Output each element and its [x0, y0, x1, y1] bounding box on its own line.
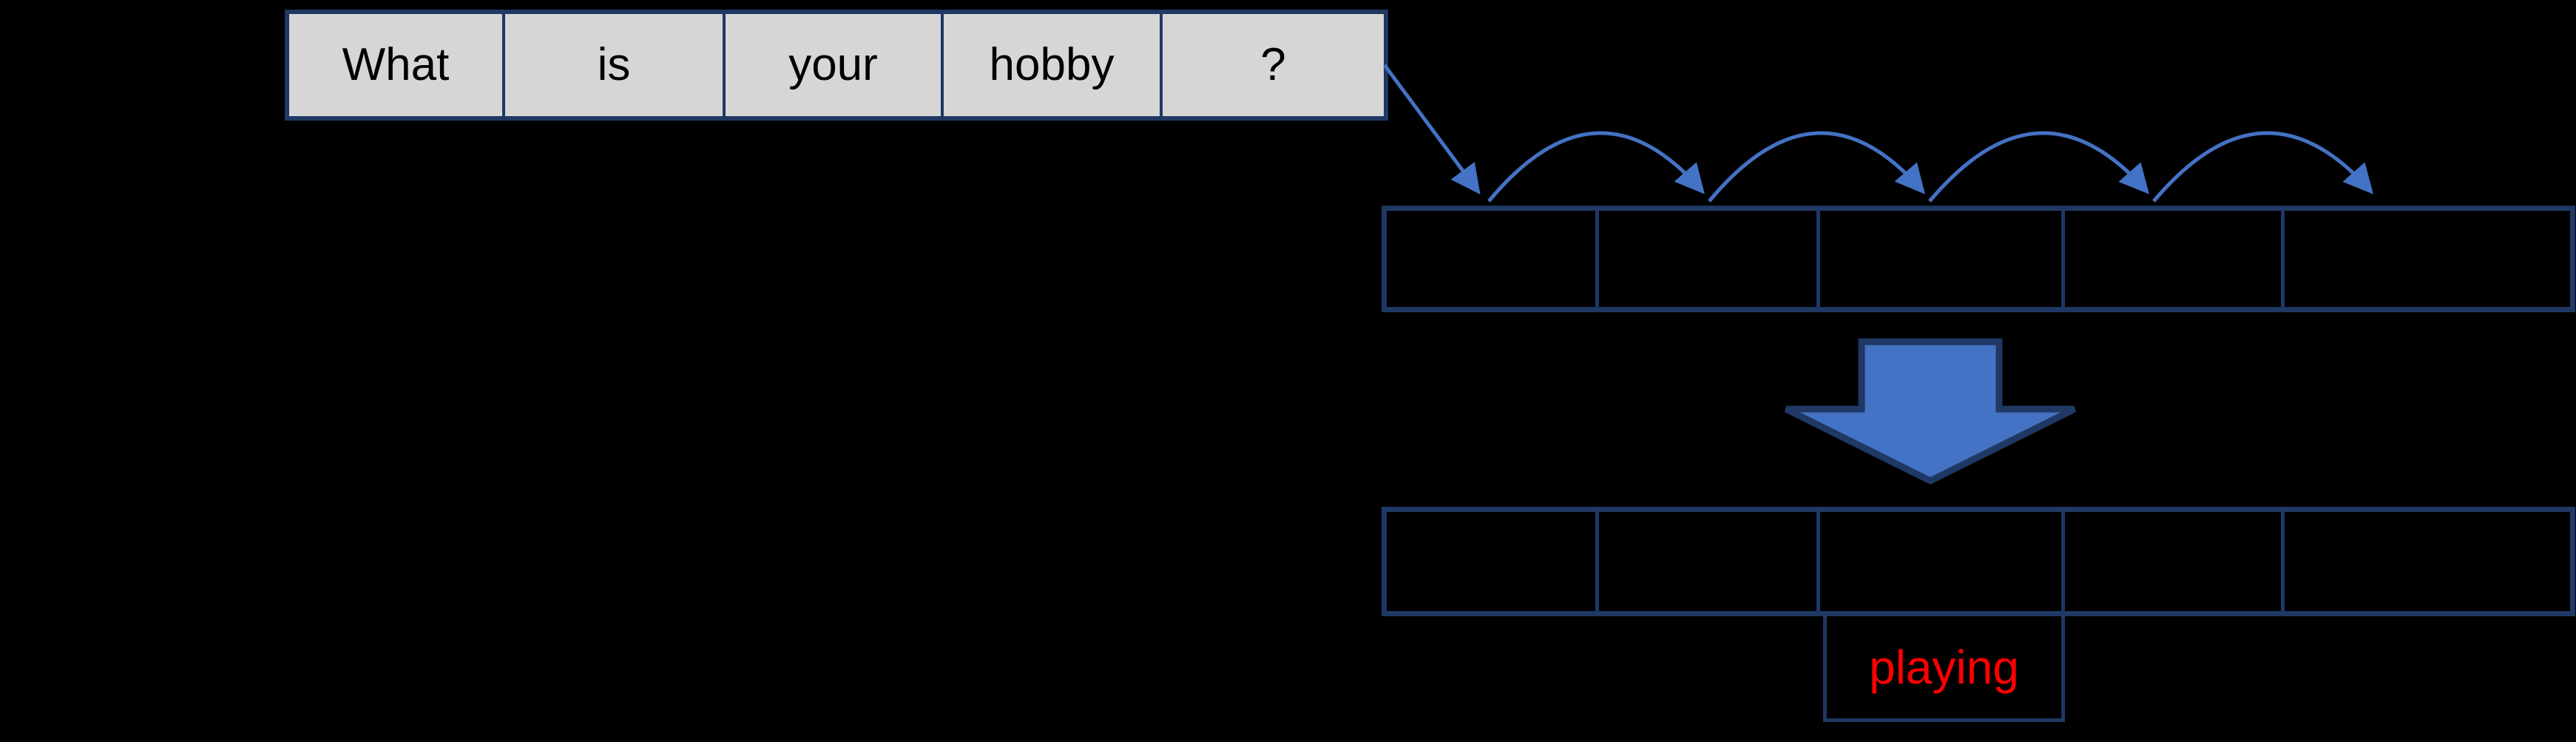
sentence-word: your: [788, 39, 878, 90]
sentence-table: What is your hobby ?: [285, 10, 1388, 121]
state-slot: [1387, 211, 1599, 307]
sentence-cell-is: is: [505, 14, 726, 116]
sentence-word: What: [342, 39, 450, 90]
sentence-word: ?: [1260, 39, 1286, 90]
answer-box: playing: [1823, 616, 2065, 722]
sentence-cell-what: What: [289, 14, 505, 116]
sentence-cell-hobby: hobby: [944, 14, 1163, 116]
state-slot: [1387, 512, 1599, 611]
hop-arc-icon: [1708, 131, 1925, 203]
answer-label: playing: [1869, 641, 2019, 694]
state-row-top: [1382, 206, 2575, 312]
state-slot: [2065, 211, 2285, 307]
sentence-cell-your: your: [726, 14, 944, 116]
down-arrow-icon: [1784, 338, 2077, 485]
hop-arc-icon: [1487, 131, 1705, 203]
hop-arc-icon: [1928, 131, 2149, 203]
state-slot: [1820, 211, 2065, 307]
state-slot: [1820, 512, 2065, 611]
sentence-word: hobby: [989, 39, 1115, 90]
state-row-bottom: [1382, 507, 2575, 616]
state-slot: [2065, 512, 2285, 611]
hop-arc-icon: [2152, 131, 2373, 203]
sentence-cell-questionmark: ?: [1163, 14, 1384, 116]
state-slot: [2285, 211, 2570, 307]
state-slot: [1599, 512, 1820, 611]
sentence-word: is: [597, 39, 631, 90]
input-arrow-icon: [1382, 64, 1481, 195]
state-slot: [2285, 512, 2570, 611]
state-slot: [1599, 211, 1820, 307]
